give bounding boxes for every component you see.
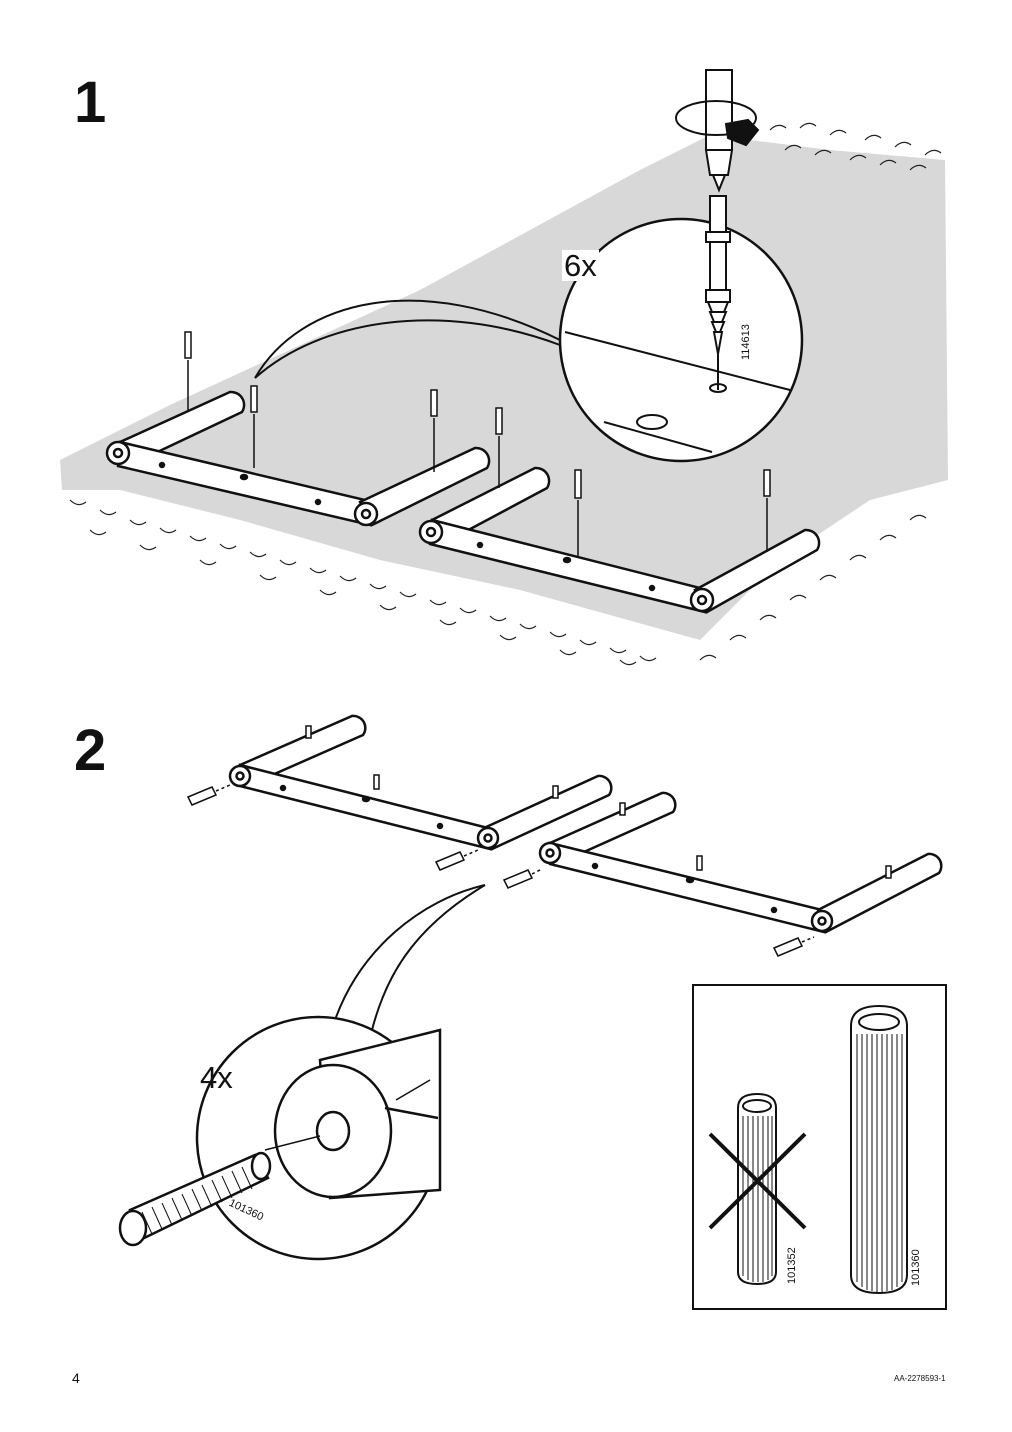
floor-texture-marks [69,122,942,666]
document-code: AA-2278593-1 [894,1374,946,1383]
leg-frame-left [105,390,491,527]
wrong-dowel [737,1092,777,1286]
leg-frame-right-2 [538,791,943,934]
dowel-screws [184,331,771,556]
callout-connector-1 [254,299,561,379]
detail-2-content [118,1028,442,1247]
step-number-2: 2 [74,718,107,783]
dowel-comparison-box [692,984,947,1310]
wooden-dowels [186,725,892,957]
dowel-ridges [141,1166,253,1235]
correct-dowel [850,1004,908,1295]
callout-connector-2 [334,884,486,1021]
quantity-label-2: 4x [200,1060,233,1095]
screwdriver [675,69,760,193]
part-code-114613: 114613 [740,324,752,360]
leg-frame-right [418,466,821,614]
floor-rug [60,135,948,640]
part-code-correct-101360: 101360 [910,1249,922,1286]
step-number-1: 1 [74,70,107,135]
leg-frame-left-2 [228,714,613,851]
quantity-label-1: 6x [562,248,599,283]
cross-out-icon [708,1132,807,1230]
detail-1-content [564,195,791,453]
detail-circle-1 [558,217,804,463]
page-number: 4 [72,1370,80,1386]
part-code-wrong-101352: 101352 [786,1247,798,1284]
